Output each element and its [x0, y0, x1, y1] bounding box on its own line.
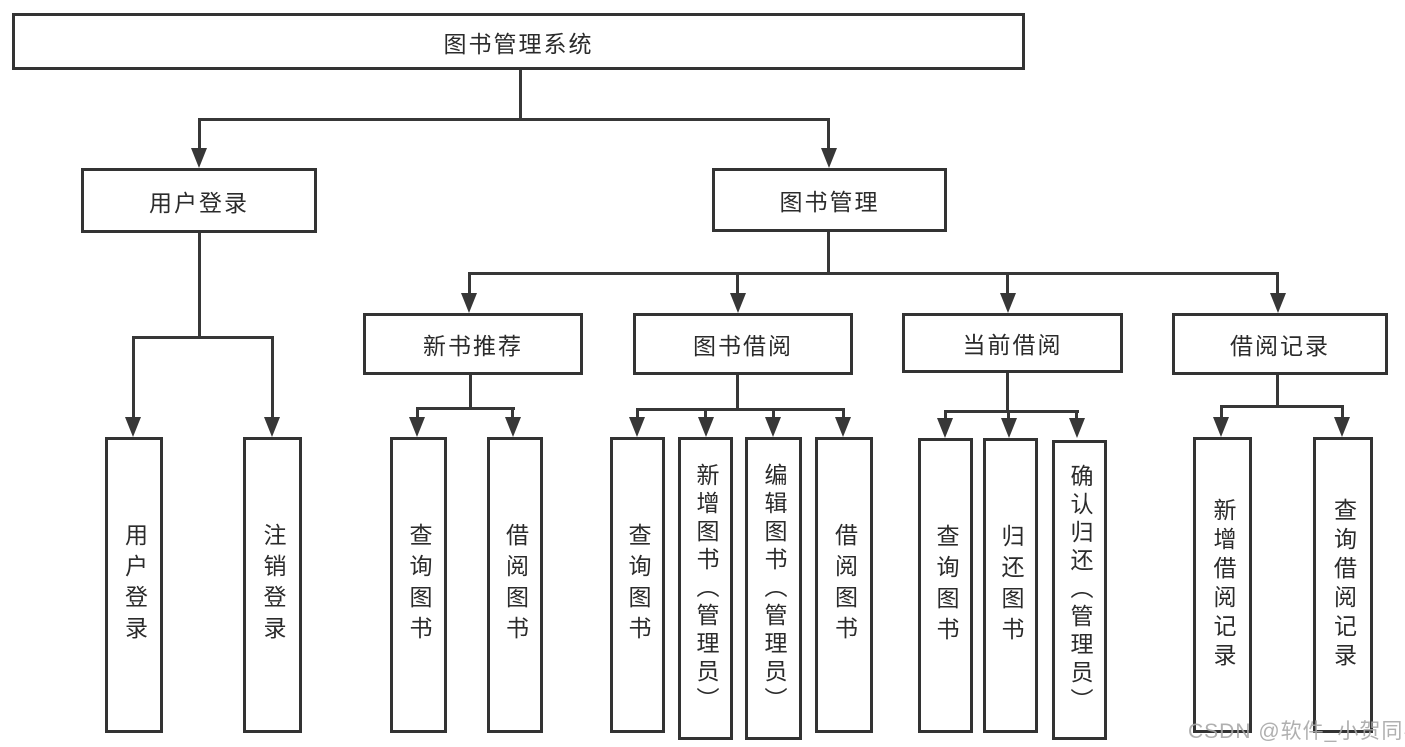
leaf-borrow-book-borrow: 借阅图书 — [815, 437, 873, 733]
leaf-label: 编辑图书（管理员） — [761, 462, 787, 715]
leaf-borrow-book-newrec: 借阅图书 — [487, 437, 543, 733]
arrow-down-icon — [765, 417, 781, 437]
connector-line — [198, 118, 201, 150]
connector-line — [132, 336, 274, 339]
node-label: 当前借阅 — [962, 332, 1063, 358]
leaf-label: 查询图书 — [625, 523, 651, 647]
leaf-query-book-current: 查询图书 — [918, 438, 973, 733]
leaf-label: 查询图书 — [406, 523, 432, 647]
leaf-label: 注销登录 — [260, 523, 286, 647]
connector-line — [944, 410, 1079, 413]
arrow-down-icon — [409, 417, 425, 437]
connector-line — [842, 408, 845, 419]
leaf-label: 归还图书 — [998, 523, 1024, 648]
connector-line — [1220, 405, 1344, 408]
connector-line — [1007, 410, 1010, 420]
node-book-borrow: 图书借阅 — [633, 313, 853, 375]
leaf-label: 借阅图书 — [502, 523, 529, 647]
leaf-query-book-newrec: 查询图书 — [390, 437, 447, 733]
arrow-down-icon — [125, 417, 141, 437]
node-label: 借阅记录 — [1230, 333, 1330, 359]
node-label: 用户登录 — [149, 189, 249, 216]
node-book-management: 图书管理 — [712, 168, 947, 232]
leaf-add-book-admin: 新增图书（管理员） — [678, 437, 733, 740]
leaf-label: 新增借阅记录 — [1210, 498, 1236, 672]
arrow-down-icon — [1270, 293, 1286, 313]
arrow-down-icon — [505, 417, 521, 437]
leaf-label: 确认归还（管理员） — [1067, 464, 1093, 716]
node-current-borrow: 当前借阅 — [902, 313, 1123, 373]
connector-line — [511, 407, 514, 419]
connector-line — [704, 408, 707, 419]
connector-line — [468, 272, 1279, 275]
connector-line — [772, 408, 775, 419]
connector-line — [636, 408, 639, 419]
node-new-book-recommend: 新书推荐 — [363, 313, 583, 375]
arrow-down-icon — [1000, 293, 1016, 313]
node-borrow-records: 借阅记录 — [1172, 313, 1388, 375]
leaf-query-borrow-record: 查询借阅记录 — [1313, 437, 1373, 733]
arrow-down-icon — [730, 293, 746, 313]
leaf-logout-login: 注销登录 — [243, 437, 302, 733]
arrow-down-icon — [1213, 417, 1229, 437]
arrow-down-icon — [461, 293, 477, 313]
connector-line — [1006, 272, 1009, 295]
arrow-down-icon — [937, 418, 953, 438]
leaf-label: 用户登录 — [121, 523, 148, 647]
csdn-watermark: CSDN @软件_小贺同学 — [1188, 720, 1405, 743]
node-label: 图书管理系统 — [443, 30, 594, 57]
connector-line — [1276, 375, 1279, 405]
arrow-down-icon — [835, 417, 851, 437]
node-label: 新书推荐 — [423, 333, 523, 359]
leaf-label: 查询借阅记录 — [1330, 498, 1357, 672]
node-library-system: 图书管理系统 — [12, 13, 1025, 70]
connector-line — [416, 407, 515, 410]
node-label: 图书管理 — [779, 189, 880, 215]
leaf-query-book-borrow: 查询图书 — [610, 437, 665, 733]
arrow-down-icon — [1069, 418, 1085, 438]
connector-line — [827, 232, 830, 272]
connector-line — [1220, 405, 1223, 419]
leaf-label: 查询图书 — [933, 523, 959, 648]
connector-line — [827, 118, 830, 150]
arrow-down-icon — [1001, 418, 1017, 438]
node-label: 图书借阅 — [693, 333, 793, 359]
leaf-user-login: 用户登录 — [105, 437, 163, 733]
connector-line — [198, 118, 830, 121]
connector-line — [271, 336, 274, 419]
connector-line — [1006, 373, 1009, 410]
connector-line — [736, 375, 739, 408]
connector-line — [416, 407, 419, 419]
connector-line — [132, 336, 135, 419]
arrow-down-icon — [264, 417, 280, 437]
node-user-login: 用户登录 — [81, 168, 317, 233]
leaf-add-borrow-record: 新增借阅记录 — [1193, 437, 1252, 733]
leaf-return-book: 归还图书 — [983, 438, 1038, 733]
connector-line — [1075, 410, 1078, 420]
connector-line — [1276, 272, 1279, 295]
connector-line — [636, 408, 845, 411]
arrow-down-icon — [1334, 417, 1350, 437]
leaf-label: 借阅图书 — [831, 523, 858, 647]
arrow-down-icon — [629, 417, 645, 437]
connector-line — [1341, 405, 1344, 419]
leaf-edit-book-admin: 编辑图书（管理员） — [745, 437, 802, 740]
connector-line — [519, 70, 522, 118]
arrow-down-icon — [698, 417, 714, 437]
leaf-confirm-return-admin: 确认归还（管理员） — [1052, 440, 1107, 740]
connector-line — [944, 410, 947, 420]
connector-line — [469, 375, 472, 407]
arrow-down-icon — [821, 148, 837, 168]
connector-line — [468, 272, 471, 295]
connector-line — [198, 233, 201, 336]
arrow-down-icon — [191, 148, 207, 168]
leaf-label: 新增图书（管理员） — [693, 462, 719, 715]
connector-line — [736, 272, 739, 295]
